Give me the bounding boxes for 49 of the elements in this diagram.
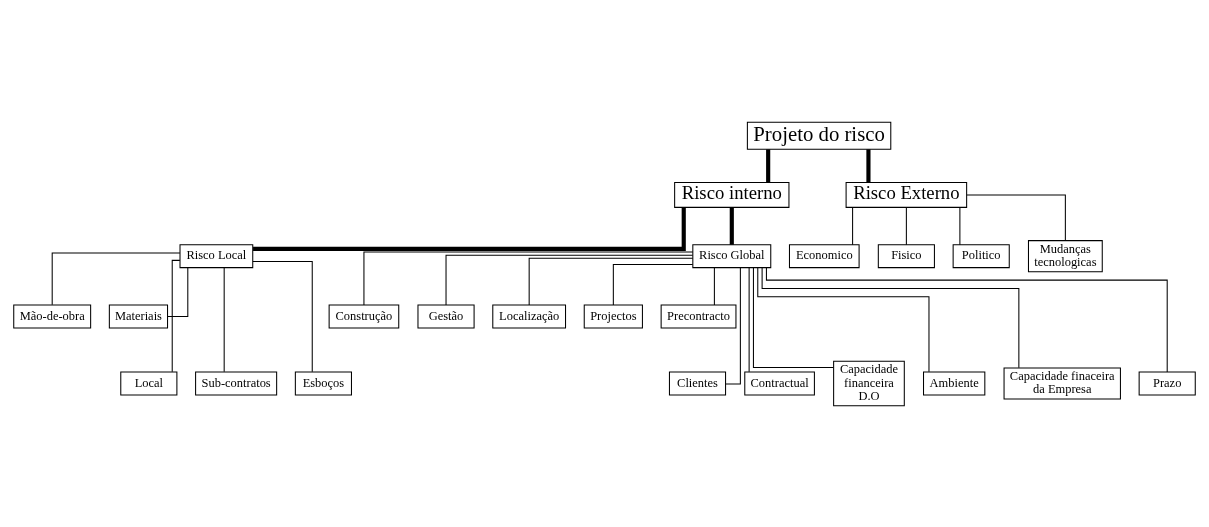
node-box: Risco Externo bbox=[845, 181, 968, 208]
node-box: Local bbox=[120, 371, 178, 395]
node-box: Ambiente bbox=[923, 371, 986, 395]
connector bbox=[171, 259, 181, 372]
connector bbox=[528, 257, 694, 305]
node-box: Esboços bbox=[294, 371, 352, 395]
connector bbox=[363, 251, 694, 305]
connector bbox=[752, 266, 834, 368]
node-box: Gestão bbox=[417, 304, 475, 328]
node-box: Politico bbox=[952, 243, 1010, 268]
node-box: Fisico bbox=[877, 243, 935, 268]
node-box: Projeto do risco bbox=[746, 121, 892, 150]
connector bbox=[167, 266, 189, 317]
connector bbox=[866, 148, 871, 182]
node-box: Clientes bbox=[668, 371, 727, 395]
node-box: Risco Global bbox=[692, 243, 772, 268]
connector bbox=[253, 206, 686, 251]
connector bbox=[725, 267, 741, 385]
node-box: Risco Local bbox=[179, 243, 254, 268]
node-box: Risco interno bbox=[674, 181, 790, 208]
connector bbox=[852, 206, 854, 245]
node-box: Sub-contratos bbox=[195, 371, 278, 395]
node-box: Localização bbox=[492, 304, 567, 328]
node-box: Mudanças tecnologicas bbox=[1027, 239, 1103, 272]
connector bbox=[223, 266, 225, 372]
node-box: Materiais bbox=[108, 304, 169, 328]
connector bbox=[959, 206, 961, 245]
node-box: Contractual bbox=[744, 371, 815, 395]
node-box: Capacidade financeira D.O bbox=[833, 360, 905, 406]
connector bbox=[765, 266, 1168, 373]
node-box: Prazo bbox=[1138, 371, 1196, 395]
connector bbox=[729, 207, 734, 245]
node-box: Capacidade finaceira da Empresa bbox=[1003, 366, 1121, 400]
connector bbox=[252, 260, 313, 372]
connector bbox=[713, 266, 715, 305]
connector bbox=[966, 193, 1066, 241]
connector bbox=[612, 263, 694, 305]
connector bbox=[905, 206, 907, 245]
connector bbox=[757, 266, 930, 372]
connector bbox=[761, 266, 1020, 368]
connector bbox=[445, 254, 694, 305]
node-box: Mão-de-obra bbox=[13, 304, 92, 328]
connector bbox=[51, 252, 181, 305]
connector bbox=[766, 148, 771, 182]
node-box: Economico bbox=[788, 243, 860, 268]
node-box: Construção bbox=[328, 304, 400, 328]
node-box: Precontracto bbox=[660, 304, 737, 328]
node-box: Projectos bbox=[583, 304, 643, 328]
connector bbox=[748, 266, 750, 372]
